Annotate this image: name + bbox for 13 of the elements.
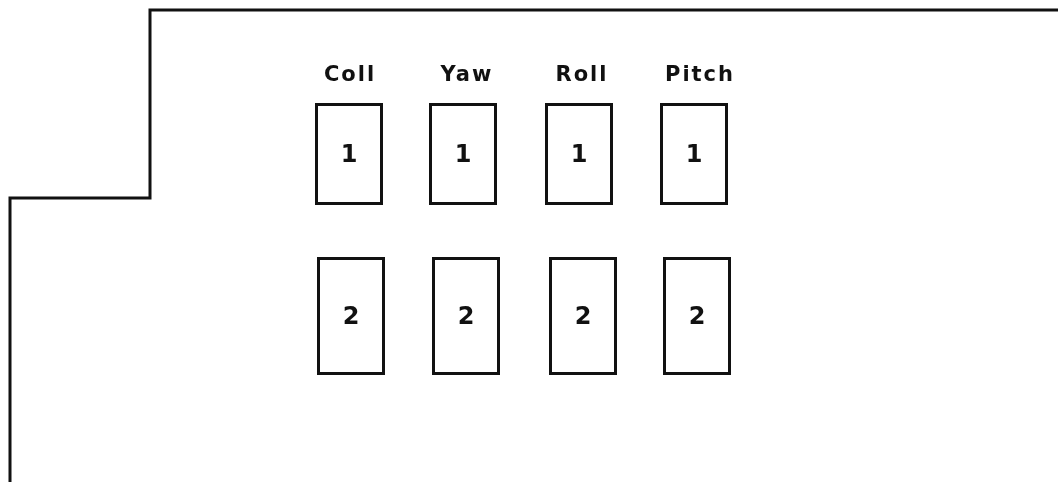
key-box: 2: [549, 257, 617, 375]
column-heading: Yaw: [440, 62, 494, 86]
key-box: 1: [545, 103, 613, 205]
column-heading: Coll: [323, 62, 377, 86]
key-box: 2: [432, 257, 500, 375]
column-heading: Pitch: [665, 62, 735, 86]
key-box: 1: [315, 103, 383, 205]
column-heading: Roll: [555, 62, 609, 86]
panel-outline: [8, 8, 1058, 482]
key-box: 2: [663, 257, 731, 375]
key-box: 2: [317, 257, 385, 375]
key-box: 1: [429, 103, 497, 205]
key-box: 1: [660, 103, 728, 205]
